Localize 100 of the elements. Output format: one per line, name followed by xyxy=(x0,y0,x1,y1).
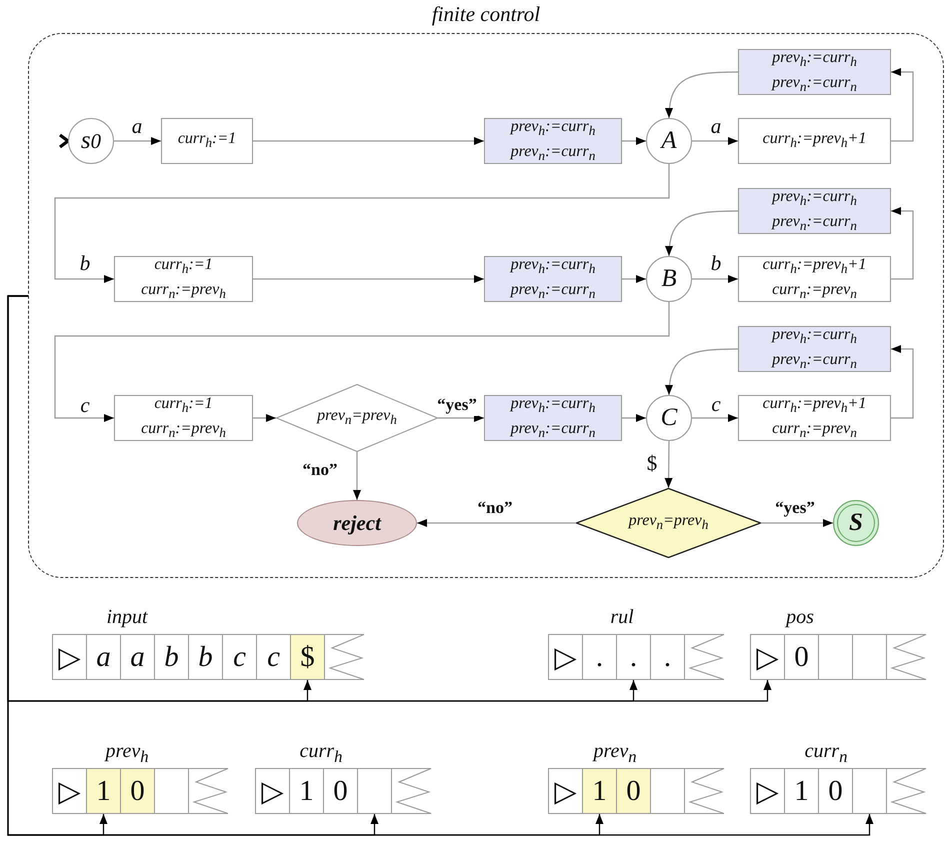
arrow xyxy=(665,348,738,396)
tape-cell xyxy=(154,768,189,814)
tape-cell: a xyxy=(86,634,121,680)
tape-cell: c xyxy=(256,634,291,680)
assignment-text: prev$_{n}$:=curr$_{n}$ xyxy=(510,142,596,166)
condition-text: prev$_{n}$=prev$_{h}$ xyxy=(628,512,708,534)
action-box xyxy=(114,395,253,441)
state-circle: C xyxy=(646,395,692,441)
tape-cell: ▷ xyxy=(255,768,290,814)
update-box xyxy=(484,256,622,302)
tape-cell: 1 xyxy=(86,768,121,814)
assignment-text: prev$_{h}$:=curr$_{h}$ xyxy=(510,254,596,278)
tape-name: prev$_{n}$ xyxy=(593,740,637,767)
action-box xyxy=(738,118,891,164)
tape-cell: c xyxy=(222,634,257,680)
tape-cell: . xyxy=(582,634,617,680)
arrow xyxy=(692,137,738,145)
action-box xyxy=(738,256,891,302)
tape-name: pos xyxy=(786,606,814,629)
arrow xyxy=(664,441,673,488)
tape-cell: ▷ xyxy=(548,768,583,814)
assignment-text: curr$_{n}$:=prev$_{h}$ xyxy=(141,419,226,442)
arrow xyxy=(692,414,738,422)
arrow xyxy=(891,345,914,419)
update-box xyxy=(484,118,622,164)
assignment-text: curr$_{n}$:=prev$_{n}$ xyxy=(772,419,857,442)
assignment-text: curr$_{h}$:=1 xyxy=(154,394,213,417)
arrow xyxy=(666,210,738,256)
assignment-text: prev$_{h}$:=curr$_{h}$ xyxy=(772,48,857,71)
tape-cell: 1 xyxy=(784,768,819,814)
tape-cell xyxy=(357,768,392,814)
assignment-text: curr$_{h}$:=prev$_{h}$+1 xyxy=(762,394,866,417)
arrow xyxy=(253,137,484,145)
assignment-text: prev$_{n}$:=curr$_{n}$ xyxy=(772,212,857,236)
action-box xyxy=(161,118,253,164)
group-title: finite control xyxy=(432,2,540,27)
arrow xyxy=(353,452,361,500)
tape-name: input xyxy=(106,606,148,629)
tape-cell xyxy=(852,768,887,814)
decision-diamond xyxy=(276,384,438,452)
arrow xyxy=(622,414,646,422)
tape-cell: 0 xyxy=(784,634,819,680)
arrow xyxy=(417,519,576,527)
arrow xyxy=(622,137,646,145)
tape-cell: b xyxy=(154,634,189,680)
condition-text: prev$_{n}$=prev$_{h}$ xyxy=(317,407,397,429)
state-circle: A xyxy=(646,118,692,164)
assignment-text: prev$_{h}$:=curr$_{h}$ xyxy=(510,116,596,140)
tape-cell: ▷ xyxy=(750,634,785,680)
tape-cell: 0 xyxy=(323,768,358,814)
tape-cell: 1 xyxy=(582,768,617,814)
update-box xyxy=(738,188,891,234)
tape-name: curr$_{h}$ xyxy=(300,740,342,767)
tape-cell: 1 xyxy=(289,768,324,814)
state-circle: B xyxy=(646,256,692,302)
arrow xyxy=(891,68,914,142)
tape-cell xyxy=(818,634,853,680)
tape-cell: $ xyxy=(290,634,325,680)
arrow xyxy=(761,519,833,527)
arrow xyxy=(7,295,874,836)
assignment-text: prev$_{h}$:=curr$_{h}$ xyxy=(772,324,857,348)
assignment-text: curr$_{h}$:=prev$_{h}$+1 xyxy=(762,254,866,278)
assignment-text: curr$_{n}$:=prev$_{h}$ xyxy=(141,280,226,304)
assignment-text: curr$_{h}$:=prev$_{h}$+1 xyxy=(762,129,866,153)
tape-cell: 0 xyxy=(818,768,853,814)
tape-cell: a xyxy=(120,634,155,680)
update-box xyxy=(738,49,891,95)
tape-cell: ▷ xyxy=(750,768,785,814)
tape-cell: ▷ xyxy=(548,634,583,680)
tape-cell: . xyxy=(650,634,685,680)
tape-cell xyxy=(650,768,685,814)
tape-cell: 0 xyxy=(616,768,651,814)
arrow xyxy=(58,133,70,149)
action-box xyxy=(738,395,891,441)
arrow xyxy=(253,414,276,422)
tape-cell: . xyxy=(616,634,651,680)
assignment-text: prev$_{n}$:=curr$_{n}$ xyxy=(510,280,596,304)
action-box xyxy=(114,256,253,302)
tape-cell xyxy=(852,634,887,680)
arrow xyxy=(114,137,161,145)
tape-cell: b xyxy=(188,634,223,680)
arrow xyxy=(438,414,484,422)
tape-name: prev$_{h}$ xyxy=(105,740,149,767)
tape-cell: ▷ xyxy=(52,634,87,680)
assignment-text: prev$_{h}$:=curr$_{h}$ xyxy=(510,394,596,417)
arrow xyxy=(891,207,914,280)
tape-name: curr$_{n}$ xyxy=(804,740,848,767)
arrow xyxy=(692,275,738,283)
assignment-text: curr$_{h}$:=1 xyxy=(154,254,213,278)
arrow xyxy=(54,302,670,422)
edge-label: $ xyxy=(646,452,658,474)
assignment-text: prev$_{n}$:=curr$_{n}$ xyxy=(772,350,857,374)
tape-name: rul xyxy=(610,606,634,629)
arrow xyxy=(54,164,670,283)
assignment-text: prev$_{n}$:=curr$_{n}$ xyxy=(510,419,596,442)
arrow xyxy=(253,275,484,283)
assignment-text: curr$_{n}$:=prev$_{n}$ xyxy=(772,280,857,304)
assignment-text: prev$_{h}$:=curr$_{h}$ xyxy=(772,186,857,210)
tape-cell: ▷ xyxy=(52,768,87,814)
arrow xyxy=(622,275,646,283)
